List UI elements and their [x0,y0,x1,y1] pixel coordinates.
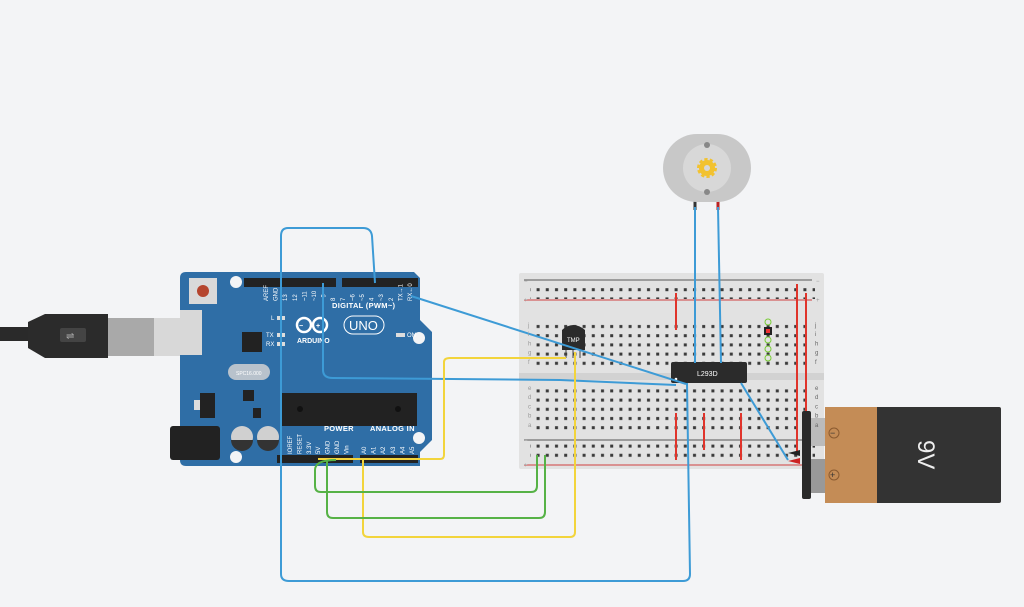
row-label: i [815,332,816,338]
pin-label: 13 [283,294,289,301]
highlighted-column [764,318,772,362]
pin-label: ~5 [360,293,366,301]
sensor-label: TMP [567,338,580,344]
power-header-label: POWER [324,424,354,433]
row-label: f [815,360,817,366]
row-label: f [528,360,530,366]
pin-label: A3 [391,446,397,454]
svg-text:−: − [299,323,303,330]
microcontroller-chip [281,393,417,426]
usb-icon: ⇌ [66,331,74,342]
pin-label: ~11 [302,291,308,301]
rail-plus-label: + [524,298,528,304]
pin-label: GND [274,287,280,301]
pin-label: ~6 [350,293,356,301]
row-label: h [815,341,818,347]
usb-cable[interactable]: ⇌ [0,314,184,358]
wire-blue[interactable] [717,206,722,364]
pin-label: 12 [293,294,299,301]
row-label: g [528,351,531,357]
rail-minus-label: − [524,279,528,285]
wire-green[interactable] [326,455,546,519]
battery-minus-label: − [830,428,835,438]
pin-label: RESET [297,434,303,454]
pin-label: ~9 [322,293,328,301]
crystal [228,364,270,380]
wire-blue[interactable] [322,283,677,386]
wire-green[interactable] [314,455,538,493]
row-label: b [815,414,819,420]
wire-yellow[interactable] [362,352,576,538]
pin-label: TX→1 [398,283,404,301]
power-header[interactable] [277,455,353,463]
row-label: j [814,323,816,329]
rail-minus-label: − [524,438,528,444]
row-label: c [815,404,818,410]
row-label: e [815,386,819,392]
on-led-label: ON [407,333,416,339]
pin-label: 4 [370,297,376,301]
pin-label: A0 [362,446,368,454]
pin-label: A5 [410,446,416,454]
rail-plus-label: + [524,463,528,469]
rail-minus-label: − [816,279,820,285]
battery-plus-label: + [830,470,835,480]
row-label: d [815,395,818,401]
led-l-label: L [271,316,275,322]
pin-label: 3.3V [307,442,313,454]
crystal-label: SPC16.000 [236,371,262,377]
pin-label: A1 [372,446,378,454]
pin-label: A4 [400,446,406,454]
pin-label: RX←0 [408,283,414,301]
arduino-logo: − + ARDUINO UNO [295,315,385,345]
row-label: g [815,351,818,357]
pin-label: IOREF [288,435,294,454]
digital-header[interactable] [342,278,418,287]
rail-plus-label: + [816,298,820,304]
row-label: b [528,414,532,420]
row-label: j [527,323,529,329]
led-tx-label: TX [266,333,274,339]
pin-label: Vin [344,445,350,454]
pin-label: A2 [381,446,387,454]
row-label: c [528,404,531,410]
pin-label: 2 [389,297,395,301]
pin-label: GND [326,440,332,454]
row-label: a [815,423,819,429]
pin-label: ~10 [312,290,318,301]
pin-label: AREF [264,285,270,301]
row-label: a [528,423,532,429]
digital-header-label: DIGITAL (PWM~) [332,301,395,310]
dc-motor[interactable] [663,134,751,210]
battery-9v[interactable]: − + 9V [788,407,1001,503]
brand-label: ARDUINO [297,338,330,345]
digital-header[interactable] [244,278,336,287]
power-jack [170,426,220,460]
wire-blue[interactable] [740,382,789,461]
pin-label: 5V [316,447,322,454]
wire-blue[interactable] [410,295,687,385]
row-label: i [528,332,529,338]
pin-label: 8 [331,297,337,301]
l293d-chip[interactable]: L293D [671,362,747,383]
analog-header-label: ANALOG IN [370,424,415,433]
led-rx-label: RX [266,342,274,348]
row-label: d [528,395,531,401]
battery-label: 9V [912,440,939,469]
row-label: h [528,341,531,347]
wire-yellow[interactable] [318,357,566,460]
svg-text:+: + [316,323,320,330]
model-label: UNO [349,318,378,333]
wire-blue[interactable] [280,227,691,582]
pin-label: 7 [341,297,347,301]
chip-label: L293D [697,371,718,378]
pin-label: ~3 [379,293,385,301]
pin-label: GND [335,440,341,454]
row-label: e [528,386,532,392]
